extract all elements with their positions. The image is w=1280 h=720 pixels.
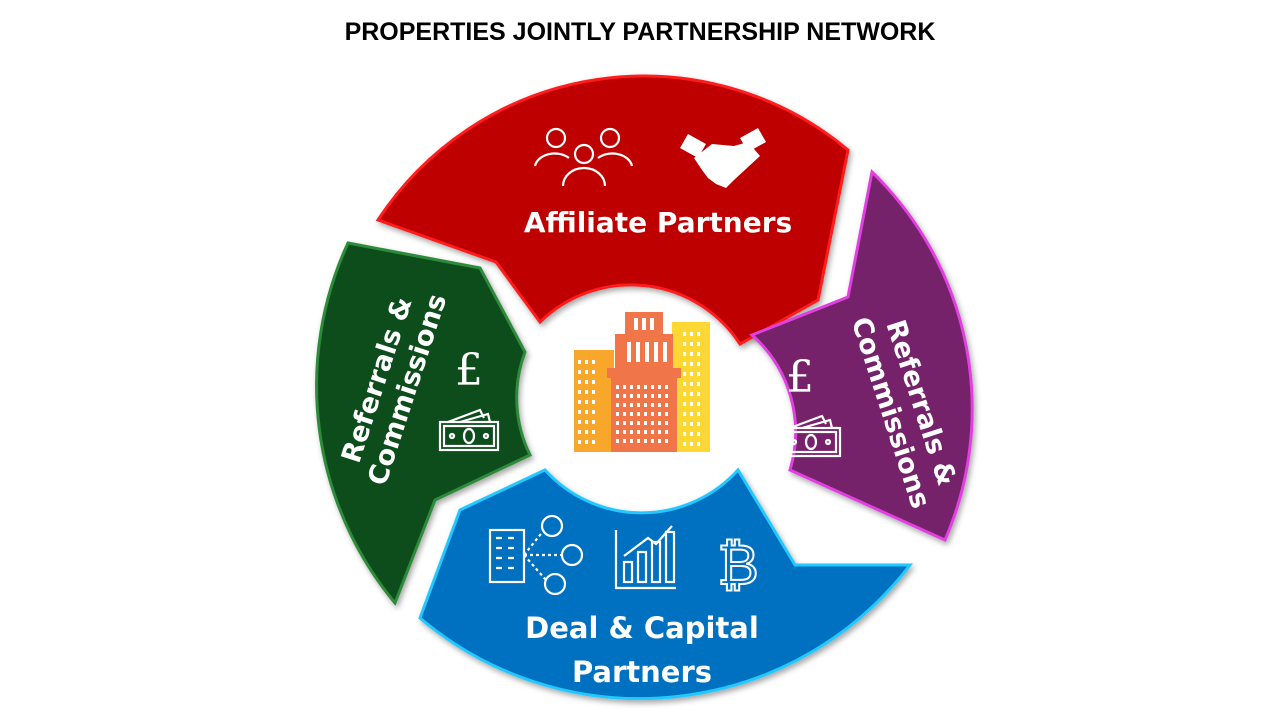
bitcoin-icon: ₿: [717, 533, 758, 598]
segment-label-affiliate-partners: Affiliate Partners: [524, 206, 792, 239]
handshake-icon: [680, 128, 766, 188]
diagram-title: PROPERTIES JOINTLY PARTNERSHIP NETWORK: [344, 18, 936, 46]
segment-label-line2: Partners: [572, 655, 712, 689]
segment-referrals-commissions-left: Referrals & Commissions: [315, 241, 533, 606]
bar-chart-icon: [614, 525, 676, 590]
pound-icon: [786, 352, 814, 403]
segment-affiliate-partners: Affiliate Partners: [375, 74, 850, 346]
pound-icon: [455, 345, 483, 396]
segment-referrals-commissions-right: Referrals & Commissions: [749, 168, 974, 542]
segment-shape-red: [375, 74, 850, 346]
segment-label-line1: Deal & Capital: [525, 611, 759, 645]
people-group-icon: [533, 127, 634, 187]
network-building-icon: [488, 514, 584, 596]
segment-shape-green: [315, 241, 533, 606]
city-buildings-icon: [574, 312, 710, 452]
segment-deal-capital-partners: ₿ Deal & Capital Partners: [418, 467, 914, 701]
